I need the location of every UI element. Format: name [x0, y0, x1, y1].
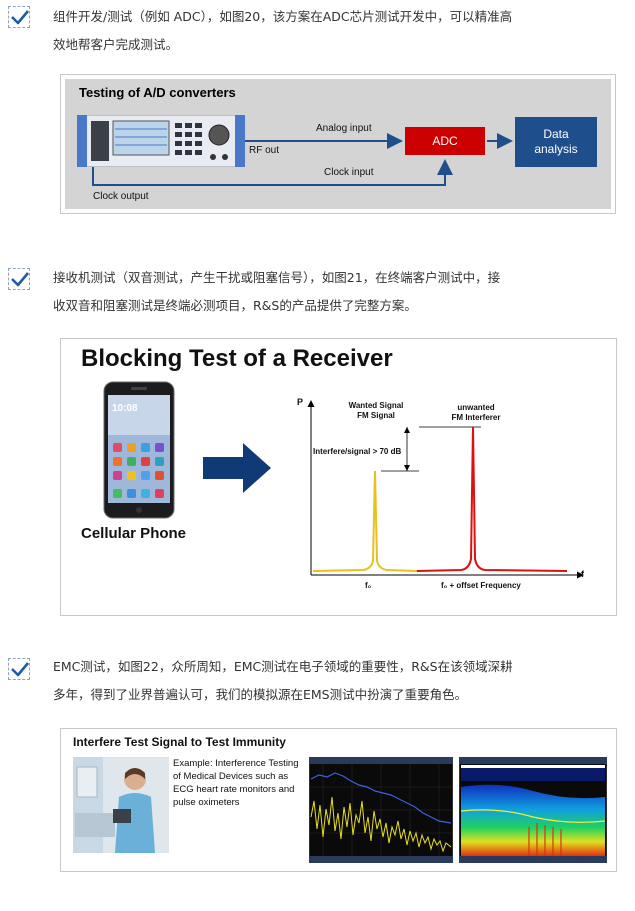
phone-time: 10:08: [112, 403, 138, 414]
wanted-signal-trace: [312, 470, 418, 572]
wanted-signal-label: Wanted Signal FM Signal: [331, 401, 421, 421]
paragraph-2-line-1: 接收机测试（双音测试，产生干扰或阻塞信号），如图21，在终端客户测试中，接: [53, 270, 501, 285]
label-clock-input: Clock input: [324, 167, 374, 178]
figure-blocking-title: Blocking Test of a Receiver: [81, 345, 393, 372]
unwanted-signal-label: unwanted FM Interferer: [431, 403, 521, 423]
interferer-signal-trace: [416, 426, 568, 572]
checkbox-1[interactable]: [8, 6, 30, 28]
label-rf-out: RF out: [249, 145, 280, 156]
figure-interference-title: Interfere Test Signal to Test Immunity: [73, 735, 286, 749]
paragraph-3: EMC测试，如图22，众所周知，EMC测试在电子领域的重要性，R&S在该领域深耕…: [53, 653, 618, 709]
paragraph-1: 组件开发/测试（例如 ADC），如图20，该方案在ADC芯片测试开发中，可以精准…: [53, 3, 618, 59]
section-adc-test: 组件开发/测试（例如 ADC），如图20，该方案在ADC芯片测试开发中，可以精准…: [0, 0, 635, 230]
arrow-right-icon: [203, 443, 271, 493]
label-analog-input: Analog input: [316, 123, 372, 134]
phone-label: Cellular Phone: [81, 525, 187, 542]
spectrum-screenshot-2: [459, 757, 607, 863]
paragraph-2-line-2: 收双音和阻塞测试是终端必测项目，R&S的产品提供了完整方案。: [53, 298, 417, 313]
checkmark-icon: [11, 272, 29, 287]
ratio-label: Interfere/signal > 70 dB: [313, 447, 402, 456]
figure-interference-description: Example: Interference Testing of Medical…: [173, 758, 299, 808]
wanted-signal-label-line-1: Wanted Signal: [348, 401, 404, 410]
unwanted-signal-label-line-2: FM Interferer: [451, 413, 501, 422]
cellular-phone-image: [103, 381, 175, 519]
adc-signal-diagram: [92, 133, 513, 186]
axis-p-label: P: [297, 397, 304, 407]
figure-blocking-test: Blocking Test of a Receiver 10:08 Cellul…: [60, 338, 617, 616]
label-clock-output: Clock output: [93, 191, 149, 202]
section-emc-test: EMC测试，如图22，众所周知，EMC测试在电子领域的重要性，R&S在该领域深耕…: [0, 652, 635, 892]
figure-adc-testing: Testing of A/D converters: [60, 74, 616, 214]
checkmark-icon: [11, 10, 29, 25]
paragraph-2: 接收机测试（双音测试，产生干扰或阻塞信号），如图21，在终端客户测试中，接 收双…: [53, 264, 618, 320]
paragraph-3-line-1: EMC测试，如图22，众所周知，EMC测试在电子领域的重要性，R&S在该领域深耕: [53, 659, 513, 674]
checkbox-3[interactable]: [8, 658, 30, 680]
f0-offset-label: f₀ + offset Frequency: [441, 581, 521, 590]
adc-box: ADC: [405, 127, 485, 155]
blue-trace: [310, 772, 452, 824]
section-receiver-test: 接收机测试（双音测试，产生干扰或阻塞信号），如图21，在终端客户测试中，接 收双…: [0, 262, 635, 632]
medical-photo-image: [73, 757, 169, 853]
paragraph-1-line-2: 效地帮客户完成测试。: [53, 37, 179, 52]
checkbox-2[interactable]: [8, 268, 30, 290]
wanted-signal-label-line-2: FM Signal: [357, 411, 395, 420]
figure-adc-title: Testing of A/D converters: [79, 85, 236, 100]
data-analysis-box: Data analysis: [515, 117, 597, 167]
paragraph-3-line-2: 多年，得到了业界普遍认可，我们的模拟源在EMS测试中扮演了重要角色。: [53, 687, 468, 702]
f0-label: f₀: [365, 581, 372, 590]
figure-adc-background: Testing of A/D converters: [65, 79, 611, 209]
signal-generator-image: [77, 115, 245, 167]
spectrum-plot: [307, 400, 584, 579]
checkmark-icon: [11, 662, 29, 677]
axis-f-label: f: [581, 569, 584, 579]
yellow-trace: [310, 796, 452, 853]
paragraph-1-line-1: 组件开发/测试（例如 ADC），如图20，该方案在ADC芯片测试开发中，可以精准…: [53, 9, 513, 24]
unwanted-signal-label-line-1: unwanted: [457, 403, 495, 412]
figure-interference-test: Interfere Test Signal to Test Immunity E…: [60, 728, 617, 872]
spectrum-screenshot-1: [309, 757, 453, 863]
